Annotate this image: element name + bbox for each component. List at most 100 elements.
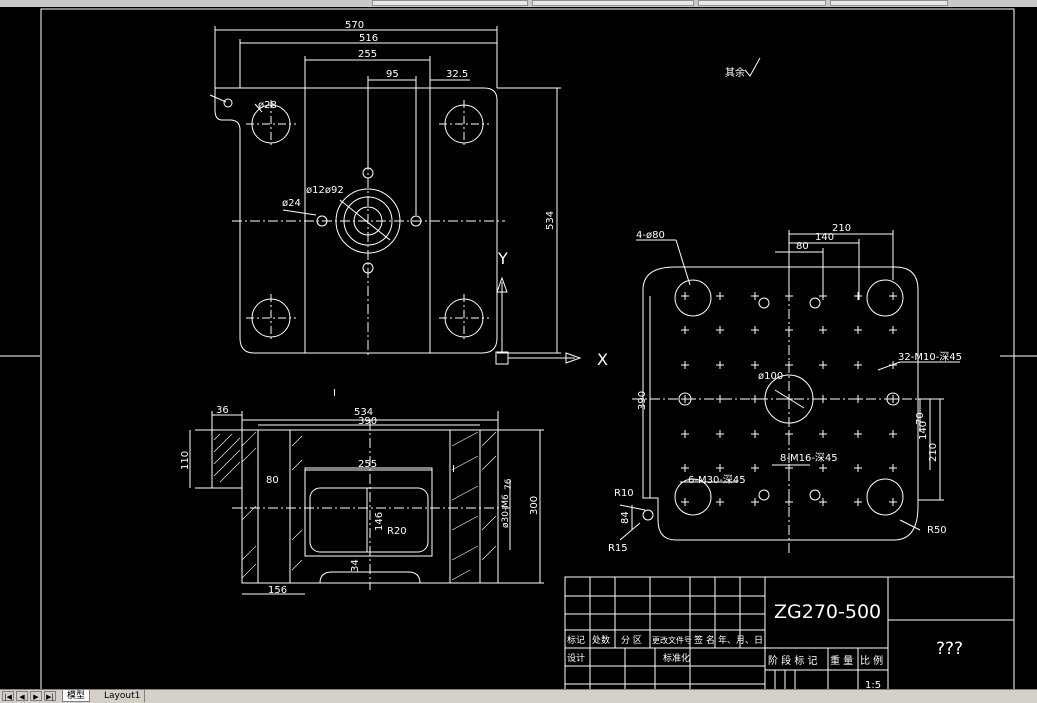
weight-label: 重 量 [830, 654, 853, 667]
row-label: 处数 [592, 634, 610, 646]
dim-r10: R10 [614, 488, 634, 499]
tapped-hole-mark [819, 361, 827, 369]
tapped-hole-mark [751, 292, 759, 300]
dim-36: 36 [216, 405, 229, 416]
row-label: 年、月、日 [718, 634, 763, 646]
toolbar-dropdown[interactable] [830, 0, 948, 6]
scale-label: 比 例 [860, 654, 883, 667]
tapped-hole-mark [854, 498, 862, 506]
dim-r50: R50 [927, 525, 947, 536]
last-tab-button[interactable]: ▶| [44, 691, 56, 701]
tapped-hole-mark [681, 292, 689, 300]
tapped-hole-mark [889, 498, 897, 506]
y-axis-label: Y [497, 249, 508, 268]
tapped-hole-mark [889, 430, 897, 438]
dia-100: ø100 [758, 371, 783, 382]
dim-390: 390 [637, 391, 648, 410]
material-label: ZG270-500 [774, 601, 881, 623]
dim-80: 80 [266, 475, 279, 486]
dim-76: 76 [504, 478, 514, 490]
roughness-note: 其余 [725, 57, 761, 79]
toolbar-dropdown[interactable] [532, 0, 694, 6]
row-label: 更改文件号 [652, 635, 692, 645]
note-text: 其余 [725, 66, 745, 79]
dim-300: 300 [529, 496, 540, 515]
tapped-hole-mark [854, 292, 862, 300]
scale-value: 1:5 [865, 680, 881, 689]
dim-255: 255 [358, 459, 377, 470]
tapped-hole-mark [681, 430, 689, 438]
tapped-hole-mark [889, 292, 897, 300]
title-block: ZG270-500 ??? 标记 处数 分 区 更改文件号 签 名 年、月、日 … [564, 576, 1015, 689]
tapped-hole-mark [681, 464, 689, 472]
dim-156: 156 [268, 585, 287, 596]
drawing-canvas[interactable]: 570 516 255 95 32.5 534 ø28 ø12ø92 ø24 X… [0, 7, 1037, 689]
dim-95: 95 [386, 69, 399, 80]
dim-84: 84 [620, 511, 631, 524]
tapped-hole-mark [819, 498, 827, 506]
drawing-name: ??? [936, 639, 963, 659]
tapped-hole-mark [751, 498, 759, 506]
holes-32-m10: 32-M10-深45 [898, 351, 962, 363]
tab-model[interactable]: 模型 [62, 690, 91, 702]
tapped-hole-mark [854, 430, 862, 438]
dim-516: 516 [359, 33, 378, 44]
tapped-hole-mark [716, 430, 724, 438]
dim-32-5: 32.5 [446, 69, 468, 80]
tapped-hole-mark [854, 361, 862, 369]
toolbar-dropdown[interactable] [698, 0, 826, 6]
dim-110: 110 [180, 451, 191, 470]
ucs-axis-icon: X Y [495, 249, 608, 369]
dim-390: 390 [358, 416, 377, 427]
tapped-hole-mark [681, 326, 689, 334]
holes-6-m30: 6-M30-深45 [688, 474, 746, 486]
dim-if: I [452, 464, 455, 475]
tapped-hole-mark [716, 498, 724, 506]
cad-drawing: 570 516 255 95 32.5 534 ø28 ø12ø92 ø24 X… [0, 8, 1037, 689]
row-label: 标记 [567, 634, 585, 646]
section-view: I 36 534 390 255 110 80 146 R20 34 156 3… [180, 388, 544, 596]
x-axis-label: X [597, 350, 608, 369]
dia-12-92: ø12ø92 [306, 185, 344, 196]
bottom-view: 4-ø80 210 140 80 32-M10-深45 ø100 390 8-M… [608, 223, 962, 555]
first-tab-button[interactable]: |◀ [2, 691, 14, 701]
dim-146: 146 [374, 512, 385, 531]
dim-ep30: ø30-M6 [501, 494, 511, 528]
dim-34: 34 [350, 559, 361, 572]
standardize-label: 标准化 [663, 652, 690, 664]
drawing-border [40, 8, 1015, 689]
dim-r20: R20 [387, 526, 407, 537]
prev-tab-button[interactable]: ◀ [16, 691, 28, 701]
toolbar-dropdown[interactable] [372, 0, 528, 6]
layout-tab-bar: |◀ ◀ ▶ ▶| 模型 Layout1 [0, 689, 1037, 703]
tapped-hole-mark [716, 361, 724, 369]
dim-70: 70 [915, 412, 926, 425]
tapped-hole-mark [854, 326, 862, 334]
dim-140: 140 [815, 232, 834, 243]
dim-80: 80 [796, 241, 809, 252]
tapped-hole-mark [819, 464, 827, 472]
tapped-hole-mark [854, 464, 862, 472]
tapped-hole-mark [751, 430, 759, 438]
dim-140v: 140 [918, 421, 929, 440]
tab-layout1[interactable]: Layout1 [100, 690, 146, 702]
tapped-hole-mark [716, 326, 724, 334]
tapped-hole-mark [819, 430, 827, 438]
dim-210v: 210 [928, 443, 939, 462]
design-label: 设计 [567, 652, 585, 664]
dim-210: 210 [832, 223, 851, 234]
holes-8-m16: 8-M16-深45 [780, 452, 838, 464]
row-label: 分 区 [621, 635, 642, 646]
tapped-hole-mark [716, 464, 724, 472]
top-view: 570 516 255 95 32.5 534 ø28 ø12ø92 ø24 [209, 20, 561, 355]
tapped-hole-mark [681, 361, 689, 369]
tapped-hole-mark [889, 464, 897, 472]
next-tab-button[interactable]: ▶ [30, 691, 42, 701]
tapped-hole-mark [751, 464, 759, 472]
dim-255: 255 [358, 49, 377, 60]
tapped-hole-mark [716, 292, 724, 300]
row-label: 签 名 [694, 634, 715, 646]
stage-label: 阶 段 标 记 [768, 654, 818, 667]
tapped-hole-mark [889, 326, 897, 334]
tapped-hole-mark [819, 326, 827, 334]
